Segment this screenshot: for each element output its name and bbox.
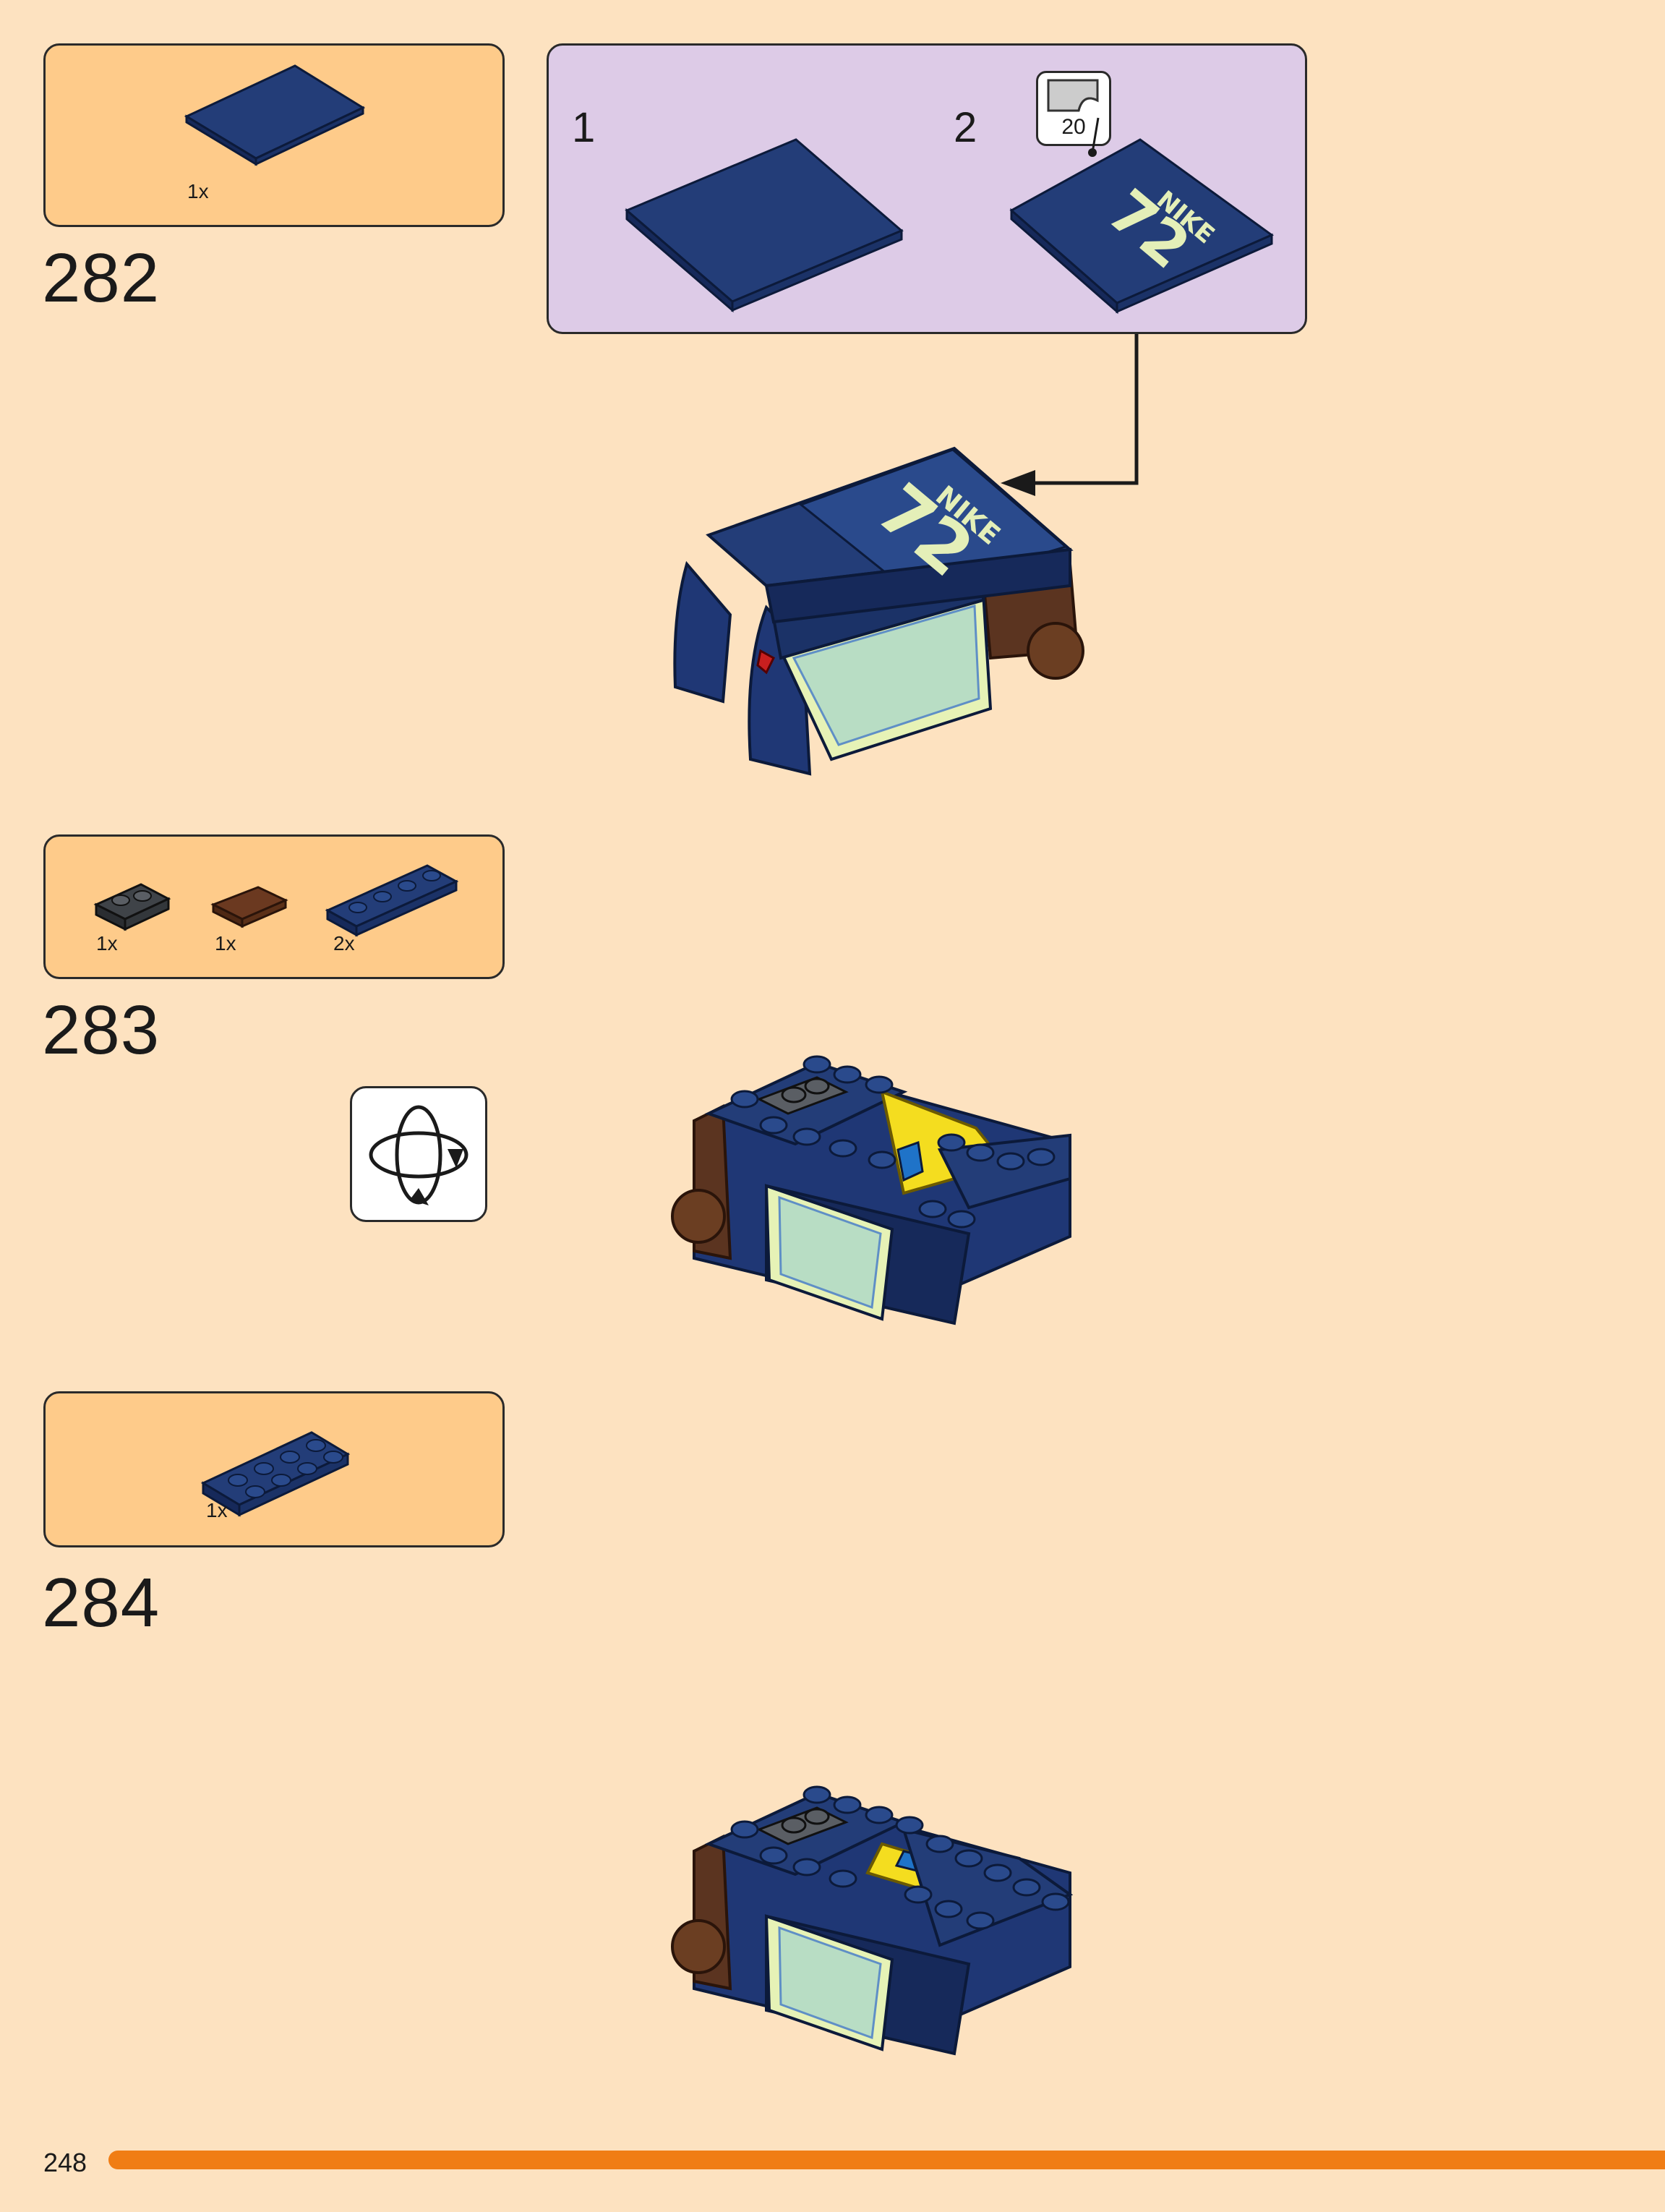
dark-blue-plate-1x4-icon <box>328 866 465 938</box>
parts-callout-283: 1x 1x 2x <box>43 834 505 979</box>
part-qty: 1x <box>215 932 236 955</box>
dark-gray-plate-1x2-icon <box>96 884 176 935</box>
rotate-callout <box>350 1086 487 1222</box>
page-progress-bar <box>108 2151 1665 2169</box>
step-number-284: 284 <box>42 1563 160 1643</box>
page-number: 248 <box>43 2148 87 2178</box>
part-qty: 1x <box>206 1499 228 1522</box>
part-qty: 1x <box>96 932 118 955</box>
model-step-282: 72 NIKE <box>665 441 1099 781</box>
part-qty: 2x <box>333 932 355 955</box>
model-step-283 <box>665 1020 1099 1367</box>
rotate-model-icon <box>362 1098 475 1211</box>
step-number-283: 283 <box>42 991 160 1070</box>
reddish-brown-tile-1x2-icon <box>213 884 293 935</box>
model-step-284 <box>665 1750 1099 2097</box>
parts-callout-284: 1x <box>43 1391 505 1547</box>
